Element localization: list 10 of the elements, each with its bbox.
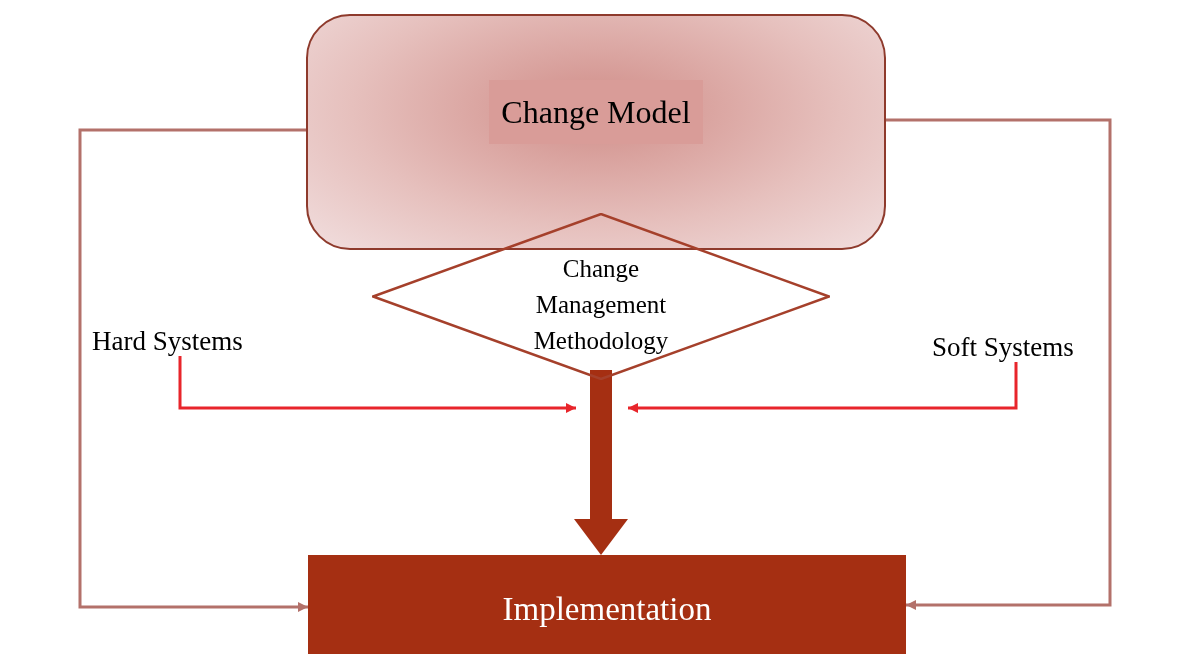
arrow [628,362,1018,413]
implementation-label: Implementation [502,590,712,629]
model-box [306,14,886,250]
arrow [178,356,576,413]
model-title: Change Model [489,80,703,144]
methodology-label: Change Management Methodology [532,254,670,356]
arrow [78,128,308,612]
implementation-box [308,555,906,654]
arrow [886,118,1112,610]
thick-arrow [574,370,628,555]
